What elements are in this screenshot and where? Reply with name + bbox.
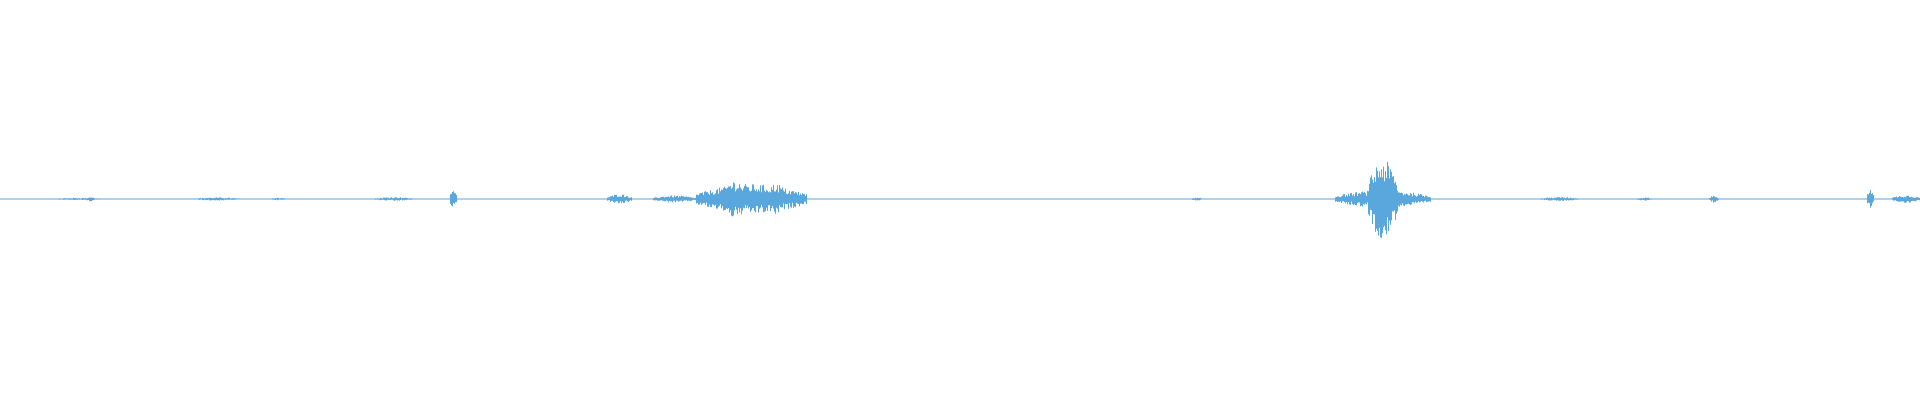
waveform-signal — [0, 161, 1920, 238]
